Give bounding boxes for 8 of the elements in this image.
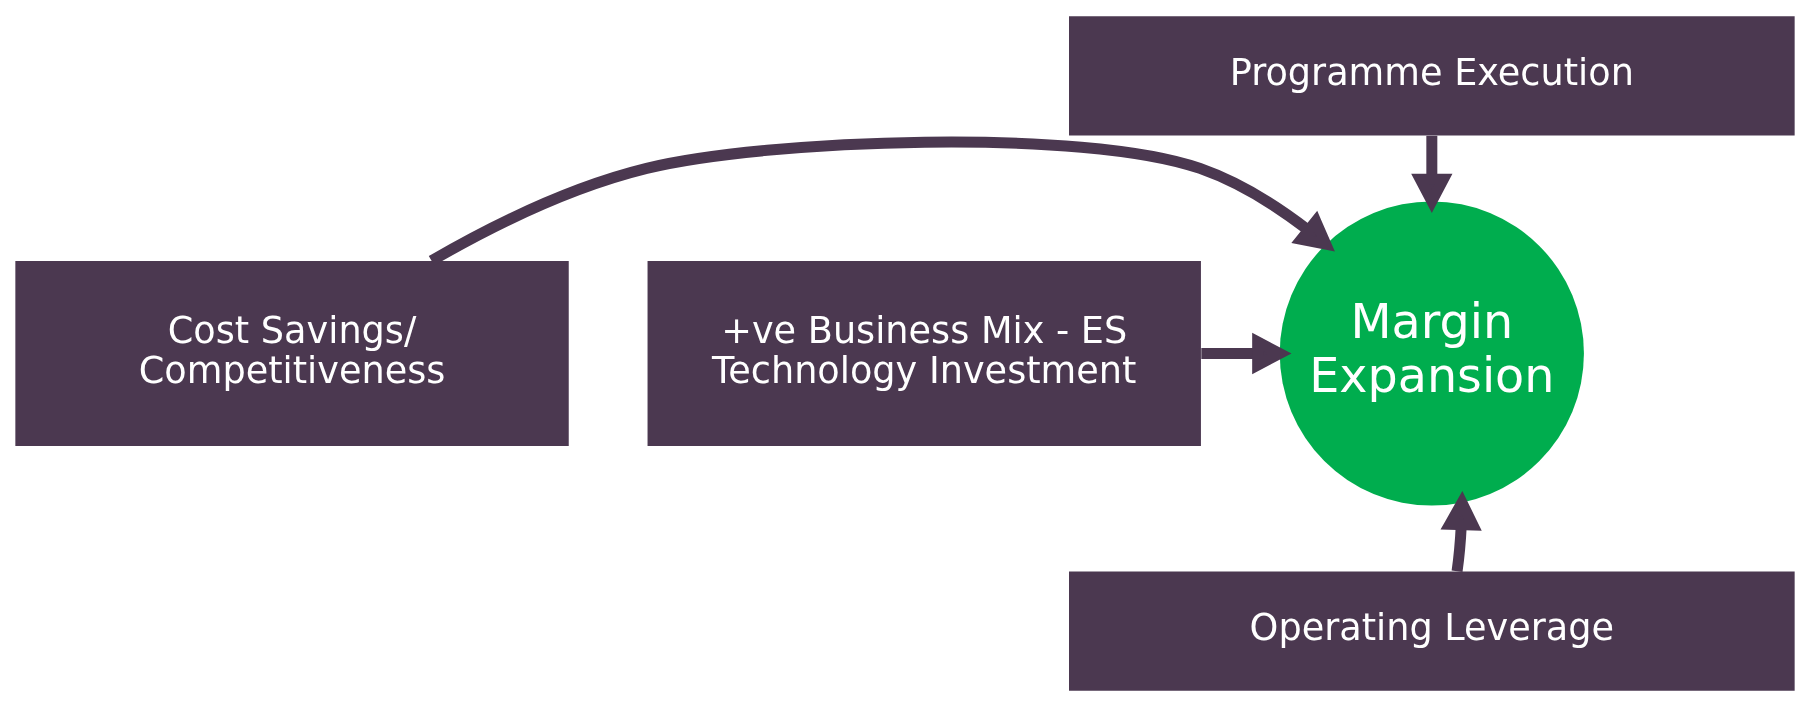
arrow — [1440, 490, 1482, 573]
node-box: +ve Business Mix - ES Technology Investment — [647, 260, 1201, 447]
node-box: Programme Execution — [1069, 16, 1795, 136]
arrow — [1411, 135, 1453, 214]
node-circle: Margin Expansion — [1279, 201, 1584, 506]
node-box: Operating Leverage — [1069, 571, 1795, 691]
arrow — [1201, 332, 1292, 375]
node-box: Cost Savings/ Competitiveness — [15, 260, 569, 447]
